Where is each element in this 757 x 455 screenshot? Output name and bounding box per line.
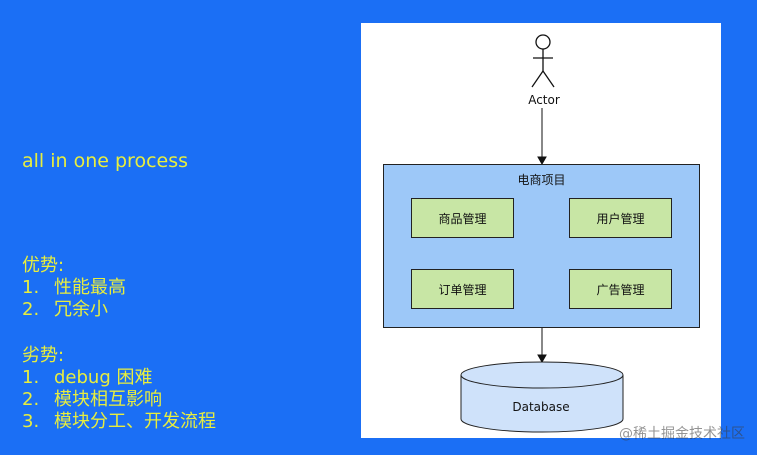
cons-item: 3. 模块分工、开发流程 <box>22 411 216 433</box>
order-management-module: 订单管理 <box>411 269 514 309</box>
ad-management-module: 广告管理 <box>569 269 672 309</box>
database-arrow <box>537 328 547 364</box>
watermark: @稀土掘金技术社区 <box>619 426 745 442</box>
pros-item-text: 性能最高 <box>54 277 126 298</box>
pros-item-text: 冗余小 <box>54 299 108 320</box>
diagram-shapes <box>460 34 624 433</box>
project-title: 电商项目 <box>517 173 566 187</box>
cons-item-number: 1. <box>22 367 40 388</box>
actor-icon <box>531 34 555 88</box>
pros-title: 优势: <box>22 255 65 276</box>
actor-label: Actor <box>528 93 560 107</box>
architecture-diagram: Actor 电商项目 商品管理 用户管理 订单管理 广告管理 Database <box>361 23 721 438</box>
pros-item-number: 1. <box>22 277 40 298</box>
product-management-module: 商品管理 <box>411 198 514 238</box>
cons-item: 2. 模块相互影响 <box>22 389 216 411</box>
pros-section: 优势: 1. 性能最高 2. 冗余小 <box>22 255 126 321</box>
cons-title: 劣势: <box>22 345 65 366</box>
cons-item-text: 模块相互影响 <box>54 389 162 410</box>
ecommerce-project-box: 电商项目 商品管理 用户管理 订单管理 广告管理 <box>383 164 700 328</box>
slide-heading: all in one process <box>22 150 189 172</box>
pros-item: 2. 冗余小 <box>22 299 126 321</box>
cons-section: 劣势: 1. debug 困难 2. 模块相互影响 3. 模块分工、开发流程 <box>22 345 216 433</box>
actor-arrow <box>537 108 547 166</box>
cons-item-number: 2. <box>22 389 40 410</box>
cons-item-text: debug 困难 <box>54 367 153 388</box>
database-label: Database <box>512 400 570 414</box>
pros-item: 1. 性能最高 <box>22 277 126 299</box>
pros-item-number: 2. <box>22 299 40 320</box>
cons-item-text: 模块分工、开发流程 <box>54 411 216 432</box>
database-cylinder <box>460 361 624 433</box>
cons-item: 1. debug 困难 <box>22 367 216 389</box>
cons-item-number: 3. <box>22 411 40 432</box>
user-management-module: 用户管理 <box>569 198 672 238</box>
